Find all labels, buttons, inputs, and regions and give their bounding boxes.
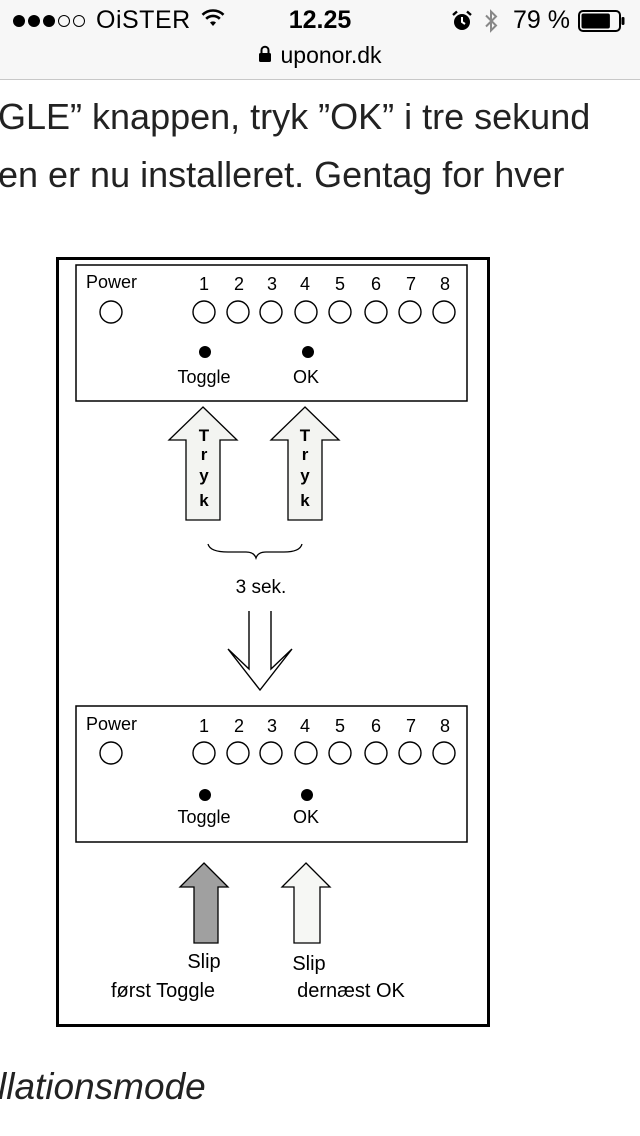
arrow-letter: r bbox=[201, 445, 208, 464]
alarm-clock-icon bbox=[451, 10, 473, 32]
address-bar[interactable]: uponor.dk bbox=[0, 40, 640, 80]
arrow-letter: T bbox=[300, 426, 311, 445]
toggle-label: Toggle bbox=[177, 367, 230, 387]
channel-number: 6 bbox=[371, 274, 381, 294]
channel-led bbox=[432, 741, 456, 765]
arrow-letter: T bbox=[199, 426, 210, 445]
channel-number: 8 bbox=[440, 716, 450, 736]
channel-number: 2 bbox=[234, 716, 244, 736]
signal-dot bbox=[73, 14, 85, 27]
signal-dot bbox=[13, 14, 25, 27]
battery-percentage: 79 % bbox=[513, 6, 570, 34]
channel-led bbox=[226, 300, 250, 324]
channel-led bbox=[259, 741, 283, 765]
power-led bbox=[99, 741, 123, 765]
channel-led bbox=[226, 741, 250, 765]
bluetooth-icon bbox=[483, 8, 499, 33]
power-label: Power bbox=[86, 714, 137, 734]
release-ok-label: dernæst OK bbox=[297, 980, 405, 1002]
channel-led bbox=[432, 300, 456, 324]
ok-label: OK bbox=[293, 807, 319, 827]
channel-number: 4 bbox=[300, 716, 310, 736]
ok-button-dot bbox=[302, 346, 314, 358]
address-bar-content: uponor.dk bbox=[0, 42, 640, 69]
toggle-button-dot bbox=[199, 346, 211, 358]
release-ok-arrow bbox=[280, 862, 332, 944]
release-toggle-label: Slip bbox=[187, 951, 220, 973]
press-ok-arrow: T r y k bbox=[269, 406, 341, 521]
channel-number: 3 bbox=[267, 716, 277, 736]
battery-icon bbox=[578, 9, 626, 32]
top-receiver-panel: Power 1 2 3 4 5 6 7 8 bbox=[75, 264, 468, 402]
channel-led bbox=[398, 741, 422, 765]
channel-leds bbox=[192, 741, 456, 765]
lock-icon bbox=[258, 42, 272, 69]
channel-led bbox=[259, 300, 283, 324]
article-text-line: GLE” knappen, tryk ”OK” i tre sekund bbox=[0, 96, 591, 137]
arrow-letter: k bbox=[300, 491, 310, 510]
power-label: Power bbox=[86, 272, 137, 292]
channel-led bbox=[328, 741, 352, 765]
section-caption: llationsmode bbox=[0, 1066, 206, 1107]
signal-dot bbox=[43, 14, 55, 27]
carrier-name: OiSTER bbox=[96, 6, 191, 34]
status-left: OiSTER bbox=[13, 6, 225, 35]
brace bbox=[207, 543, 303, 561]
channel-led bbox=[294, 741, 318, 765]
bottom-receiver-panel: Power 1 2 3 4 5 6 7 8 bbox=[75, 705, 468, 843]
channel-led bbox=[192, 741, 216, 765]
release-toggle-arrow bbox=[178, 862, 230, 944]
status-bar: OiSTER 12.25 bbox=[0, 0, 640, 40]
channel-number: 8 bbox=[440, 274, 450, 294]
channel-number: 7 bbox=[406, 274, 416, 294]
channel-number: 4 bbox=[300, 274, 310, 294]
release-ok-label: Slip bbox=[292, 953, 325, 975]
release-toggle-label: først Toggle bbox=[111, 980, 215, 1002]
arrow-letter: y bbox=[199, 466, 209, 485]
channel-led bbox=[364, 741, 388, 765]
channel-numbers: 1 2 3 4 5 6 7 8 bbox=[199, 716, 450, 736]
url-domain: uponor.dk bbox=[280, 42, 382, 68]
channel-leds bbox=[192, 300, 456, 324]
channel-number: 7 bbox=[406, 716, 416, 736]
signal-dot bbox=[28, 14, 40, 27]
status-right: 79 % bbox=[451, 6, 626, 35]
down-arrow bbox=[227, 611, 293, 692]
toggle-label: Toggle bbox=[177, 807, 230, 827]
installation-diagram: Power 1 2 3 4 5 6 7 8 bbox=[56, 257, 490, 1027]
channel-led bbox=[364, 300, 388, 324]
ok-button-dot bbox=[301, 789, 313, 801]
signal-strength-icon bbox=[13, 14, 88, 27]
channel-numbers: 1 2 3 4 5 6 7 8 bbox=[199, 274, 450, 294]
power-led bbox=[99, 300, 123, 324]
channel-number: 2 bbox=[234, 274, 244, 294]
channel-number: 5 bbox=[335, 274, 345, 294]
channel-number: 5 bbox=[335, 716, 345, 736]
channel-led bbox=[328, 300, 352, 324]
clock: 12.25 bbox=[288, 6, 352, 34]
channel-number: 6 bbox=[371, 716, 381, 736]
arrow-letter: y bbox=[300, 466, 310, 485]
article-text-line: en er nu installeret. Gentag for hver bbox=[0, 154, 565, 195]
arrow-letter: k bbox=[199, 491, 209, 510]
channel-led bbox=[398, 300, 422, 324]
channel-number: 3 bbox=[267, 274, 277, 294]
press-toggle-arrow: T r y k bbox=[167, 406, 239, 521]
channel-led bbox=[192, 300, 216, 324]
channel-number: 1 bbox=[199, 274, 209, 294]
channel-led bbox=[294, 300, 318, 324]
arrow-letter: r bbox=[302, 445, 309, 464]
duration-label: 3 sek. bbox=[236, 577, 287, 598]
signal-dot bbox=[58, 14, 70, 27]
toggle-button-dot bbox=[199, 789, 211, 801]
wifi-icon bbox=[201, 6, 225, 35]
ok-label: OK bbox=[293, 367, 319, 387]
channel-number: 1 bbox=[199, 716, 209, 736]
